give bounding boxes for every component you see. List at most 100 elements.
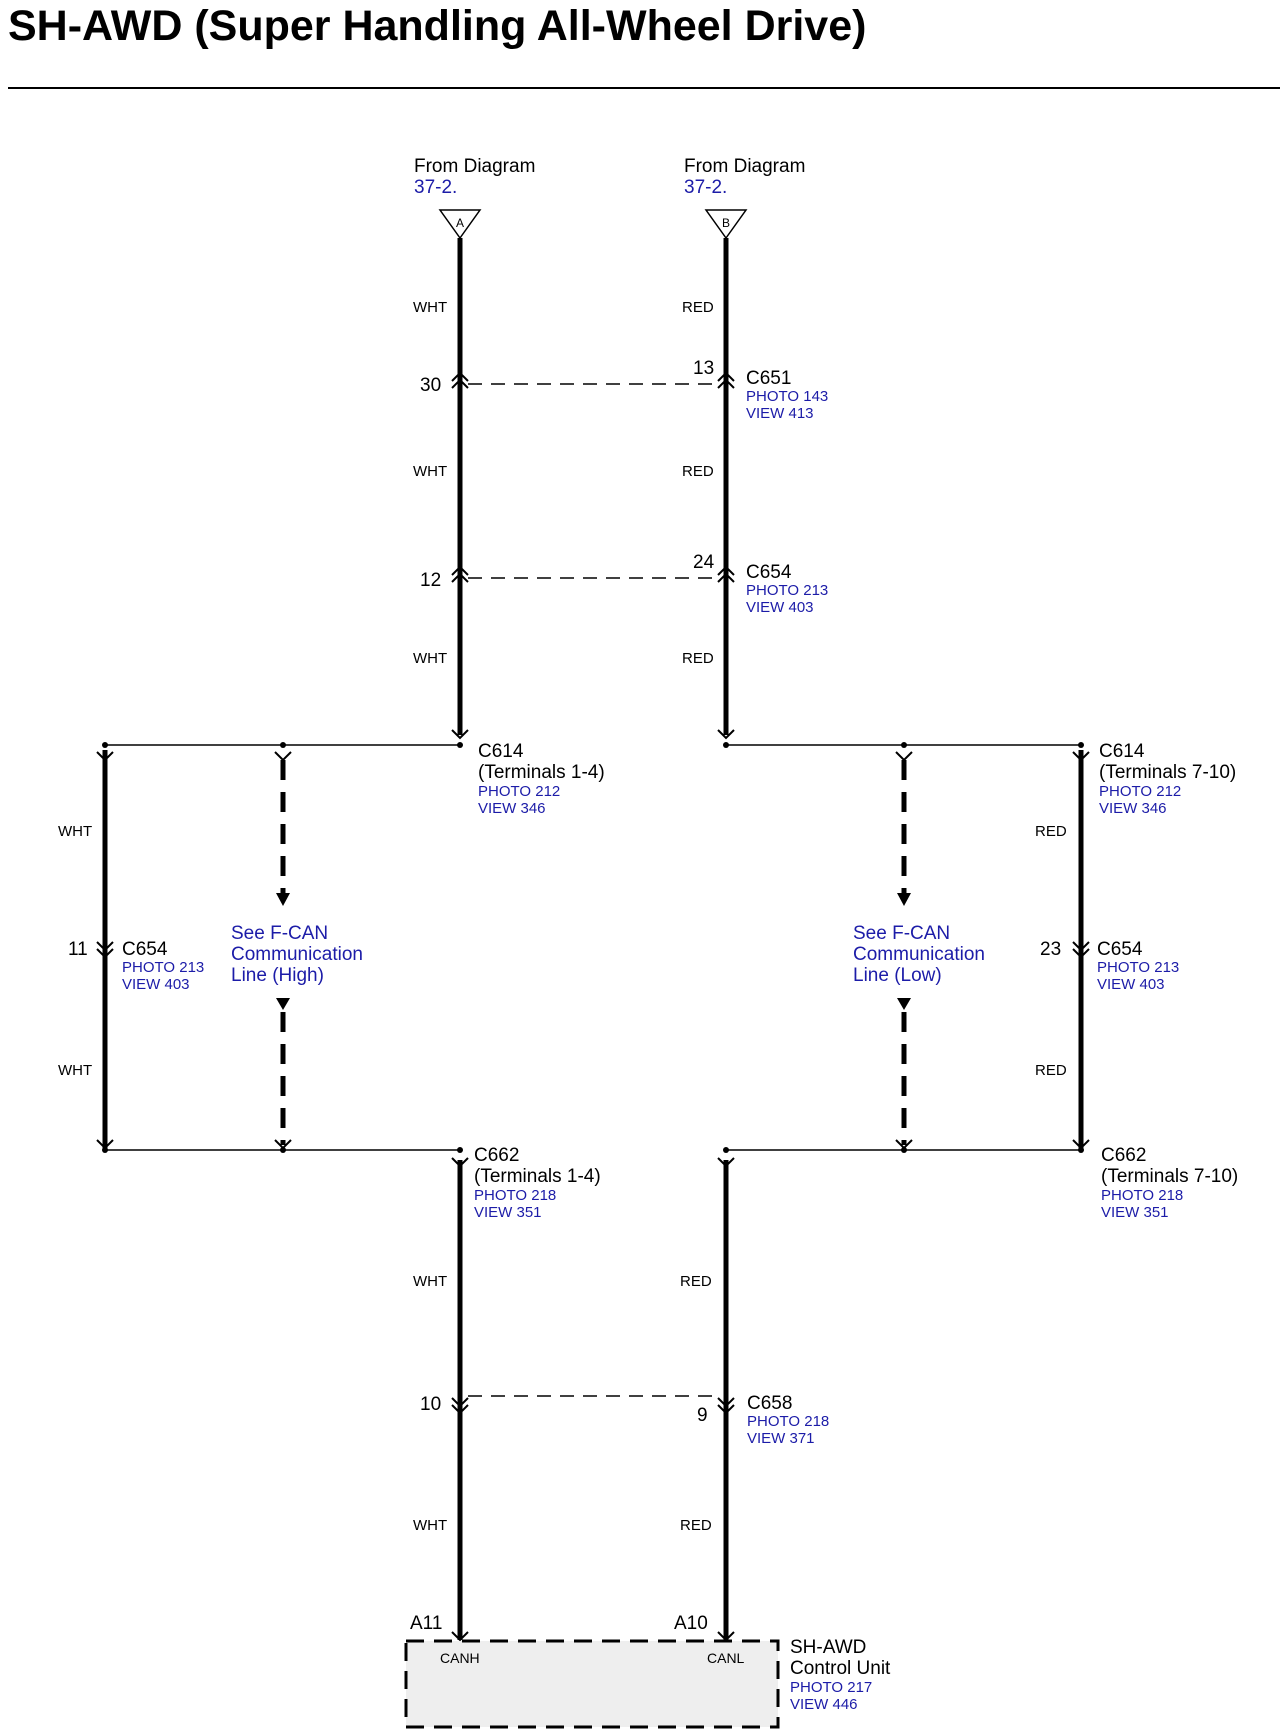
control-unit-name-2: Control Unit <box>790 1658 891 1679</box>
c614-left-photo[interactable]: PHOTO 212 <box>478 783 560 800</box>
c658-photo[interactable]: PHOTO 218 <box>747 1413 829 1430</box>
c658-view[interactable]: VIEW 371 <box>747 1430 815 1447</box>
control-unit-term-right: CANL <box>707 1650 745 1666</box>
c658-pin-right: 9 <box>697 1405 708 1426</box>
page-title: SH-AWD (Super Handling All-Wheel Drive) <box>8 2 866 50</box>
wire-color-red-3: RED <box>682 650 714 667</box>
fcan-high-link-3[interactable]: Line (High) <box>231 965 324 986</box>
source-a-letter: A <box>456 216 464 230</box>
c658-pin-left: 10 <box>420 1394 441 1415</box>
source-b-triangle: B <box>704 209 748 240</box>
control-unit-pin-right: A10 <box>674 1613 708 1634</box>
junction-dot <box>901 1147 907 1153</box>
wire-color-wht-left-2: WHT <box>58 1062 92 1079</box>
wire-color-red-right-1: RED <box>1035 823 1067 840</box>
wire-color-red-4: RED <box>680 1273 712 1290</box>
c654-left-name: C654 <box>122 939 168 960</box>
c614-left-name: C614 <box>478 741 524 762</box>
c662-right-name: C662 <box>1101 1145 1146 1166</box>
wire-color-wht-5: WHT <box>413 1517 447 1534</box>
junction-dot <box>457 742 463 748</box>
c651-photo[interactable]: PHOTO 143 <box>746 388 828 405</box>
fcan-low-link-3[interactable]: Line (Low) <box>853 965 942 986</box>
wire-color-red-5: RED <box>680 1517 712 1534</box>
arrow-down-icon <box>276 893 290 906</box>
connector-c651 <box>451 371 735 389</box>
junction-dot <box>102 742 108 748</box>
c614-right-name: C614 <box>1099 741 1145 762</box>
c654-top-pin-right: 24 <box>693 552 715 573</box>
c658-name: C658 <box>747 1393 792 1414</box>
wire-color-wht-1: WHT <box>413 299 447 316</box>
fcan-high-link-2[interactable]: Communication <box>231 944 363 965</box>
junction-dot <box>102 1147 108 1153</box>
c654-left-view[interactable]: VIEW 403 <box>122 976 190 993</box>
arrow-down-icon <box>897 893 911 906</box>
c662-right-view[interactable]: VIEW 351 <box>1101 1204 1169 1221</box>
junction-dot <box>723 1147 729 1153</box>
c654-top-view[interactable]: VIEW 403 <box>746 599 814 616</box>
c654-right-view[interactable]: VIEW 403 <box>1097 976 1165 993</box>
pin-marker <box>1072 751 1090 762</box>
c651-view[interactable]: VIEW 413 <box>746 405 814 422</box>
c614-right-photo[interactable]: PHOTO 212 <box>1099 783 1181 800</box>
c651-name: C651 <box>746 368 791 389</box>
c662-left-name: C662 <box>474 1145 519 1166</box>
c662-left-view[interactable]: VIEW 351 <box>474 1204 542 1221</box>
source-b-label: From Diagram <box>684 156 805 177</box>
control-unit-view[interactable]: VIEW 446 <box>790 1696 858 1713</box>
control-unit-pin-left: A11 <box>410 1613 442 1634</box>
connector-c654-top <box>451 565 735 583</box>
arrow-up-icon <box>276 998 290 1010</box>
wire-color-wht-2: WHT <box>413 463 447 480</box>
c614-right-view[interactable]: VIEW 346 <box>1099 800 1167 817</box>
connector-c654-left <box>96 941 114 959</box>
c651-pin-right: 13 <box>693 358 714 379</box>
wire-color-wht-left-1: WHT <box>58 823 92 840</box>
junction-dot <box>280 742 286 748</box>
c654-left-photo[interactable]: PHOTO 213 <box>122 959 204 976</box>
wire-color-wht-4: WHT <box>413 1273 447 1290</box>
junction-dot <box>901 742 907 748</box>
fcan-high-link-1[interactable]: See F-CAN <box>231 923 328 944</box>
pin-marker <box>895 751 913 762</box>
c662-left-terminals: (Terminals 1-4) <box>474 1166 601 1187</box>
pin-marker <box>96 751 114 762</box>
c662-right-terminals: (Terminals 7-10) <box>1101 1166 1238 1187</box>
connector-c614-junction <box>451 729 735 740</box>
control-unit-photo[interactable]: PHOTO 217 <box>790 1679 872 1696</box>
c654-top-pin-left: 12 <box>420 570 441 591</box>
c614-left-view[interactable]: VIEW 346 <box>478 800 546 817</box>
control-unit-term-left: CANH <box>440 1650 480 1666</box>
connector-c654-right <box>1072 941 1090 959</box>
junction-dot <box>1078 1147 1084 1153</box>
fcan-low-link-2[interactable]: Communication <box>853 944 985 965</box>
c654-right-pin: 23 <box>1040 939 1061 960</box>
c651-pin-left: 30 <box>420 375 441 396</box>
c662-right-photo[interactable]: PHOTO 218 <box>1101 1187 1183 1204</box>
c654-left-pin: 11 <box>68 939 88 960</box>
source-a-triangle: A <box>438 209 482 240</box>
control-unit-name-1: SH-AWD <box>790 1637 866 1658</box>
pin-marker <box>274 751 292 762</box>
c654-right-photo[interactable]: PHOTO 213 <box>1097 959 1179 976</box>
c654-top-name: C654 <box>746 562 792 583</box>
c654-right-name: C654 <box>1097 939 1143 960</box>
source-a-ref[interactable]: 37-2. <box>414 177 457 198</box>
fcan-low-link-1[interactable]: See F-CAN <box>853 923 950 944</box>
junction-dot <box>1078 742 1084 748</box>
control-unit-box[interactable] <box>404 1639 780 1729</box>
source-b-letter: B <box>722 216 730 230</box>
c662-left-photo[interactable]: PHOTO 218 <box>474 1187 556 1204</box>
wire-color-wht-3: WHT <box>413 650 447 667</box>
arrow-up-icon <box>897 998 911 1010</box>
c654-top-photo[interactable]: PHOTO 213 <box>746 582 828 599</box>
wire-color-red-1: RED <box>682 299 714 316</box>
source-a-label: From Diagram <box>414 156 535 177</box>
c614-left-terminals: (Terminals 1-4) <box>478 762 605 783</box>
c614-right-terminals: (Terminals 7-10) <box>1099 762 1236 783</box>
junction-dot <box>723 742 729 748</box>
source-b-ref[interactable]: 37-2. <box>684 177 727 198</box>
wire-color-red-right-2: RED <box>1035 1062 1067 1079</box>
